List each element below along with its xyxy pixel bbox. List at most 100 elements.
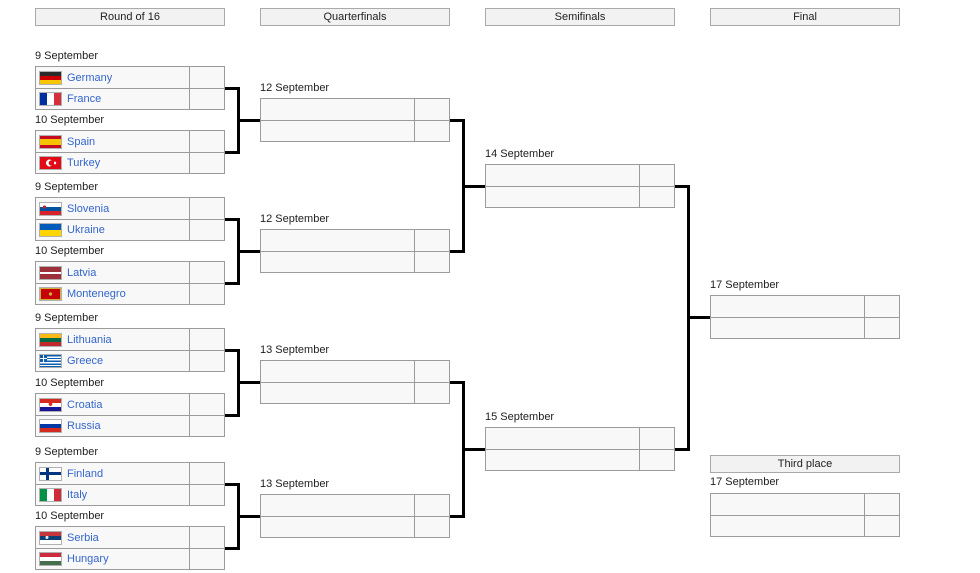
match-date: 10 September (35, 114, 105, 126)
score-cell (189, 463, 224, 484)
team-row: Hungary (36, 548, 224, 569)
score-cell (414, 361, 449, 382)
hungary-flag-icon (40, 553, 61, 565)
team-link-italy[interactable]: Italy (67, 489, 88, 501)
score-cell (414, 495, 449, 516)
r16-match-8: Serbia Hungary (35, 526, 225, 570)
score-cell (864, 516, 899, 536)
connector-line (450, 119, 465, 122)
quarterfinal-match-1 (260, 98, 450, 142)
match-date: 9 September (35, 446, 98, 458)
connector-line (225, 151, 240, 154)
team-link-finland[interactable]: Finland (67, 467, 104, 480)
round-header-round-of-16: Round of 16 (35, 8, 225, 26)
team-link-croatia[interactable]: Croatia (67, 398, 103, 411)
score-cell (639, 165, 674, 186)
team-row: Spain (36, 131, 224, 152)
score-cell (189, 527, 224, 548)
match-date: 9 September (35, 181, 98, 193)
connector-line (687, 316, 710, 319)
score-cell (639, 428, 674, 449)
match-date: 9 September (35, 50, 98, 62)
empty-team-slot (261, 99, 449, 120)
slovenia-flag-icon (40, 202, 61, 215)
empty-team-slot (486, 428, 674, 449)
team-row: Latvia (36, 262, 224, 283)
connector-line (225, 87, 240, 90)
connector-line (450, 515, 465, 518)
team-link-germany[interactable]: Germany (67, 71, 113, 84)
score-cell (189, 89, 224, 109)
match-date: 13 September (260, 344, 330, 356)
match-date: 10 September (35, 377, 105, 389)
match-date: 10 September (35, 245, 105, 257)
team-row: Slovenia (36, 198, 224, 219)
score-cell (414, 252, 449, 272)
score-cell (414, 230, 449, 251)
team-link-ukraine[interactable]: Ukraine (67, 224, 105, 236)
team-link-montenegro[interactable]: Montenegro (67, 288, 126, 300)
team-link-greece[interactable]: Greece (67, 355, 104, 367)
r16-match-3: Slovenia Ukraine (35, 197, 225, 241)
russia-flag-icon (40, 420, 61, 432)
team-link-slovenia[interactable]: Slovenia (67, 202, 110, 215)
r16-match-2: Spain Turkey (35, 130, 225, 174)
score-cell (189, 416, 224, 436)
turkey-flag-icon (40, 157, 61, 169)
team-row: Russia (36, 415, 224, 436)
connector-line (237, 119, 260, 122)
team-row: Turkey (36, 152, 224, 173)
team-row: Croatia (36, 394, 224, 415)
match-date: 9 September (35, 312, 98, 324)
connector-line (462, 448, 485, 451)
match-date: 17 September (710, 279, 780, 291)
empty-team-slot (486, 165, 674, 186)
score-cell (189, 220, 224, 240)
empty-team-slot (261, 251, 449, 272)
team-link-hungary[interactable]: Hungary (67, 553, 109, 565)
latvia-flag-icon (40, 266, 61, 279)
third-place-header: Third place (710, 455, 900, 473)
score-cell (414, 99, 449, 120)
connector-line (450, 381, 465, 384)
score-cell (189, 329, 224, 350)
quarterfinal-match-3 (260, 360, 450, 404)
r16-match-5: Lithuania Greece (35, 328, 225, 372)
team-row: France (36, 88, 224, 109)
round-header-semifinals: Semifinals (485, 8, 675, 26)
team-link-spain[interactable]: Spain (67, 135, 96, 148)
connector-line (462, 185, 485, 188)
team-link-latvia[interactable]: Latvia (67, 266, 97, 279)
third-place-match (710, 493, 900, 537)
r16-match-4: Latvia Montenegro (35, 261, 225, 305)
team-row: Finland (36, 463, 224, 484)
connector-line (237, 250, 260, 253)
connector-line (225, 218, 240, 221)
team-row: Germany (36, 67, 224, 88)
team-link-france[interactable]: France (67, 93, 102, 105)
team-link-serbia[interactable]: Serbia (67, 531, 99, 544)
match-date: 13 September (260, 478, 330, 490)
score-cell (189, 485, 224, 505)
montenegro-flag-icon (40, 288, 61, 300)
france-flag-icon (40, 93, 61, 105)
team-link-russia[interactable]: Russia (67, 420, 101, 432)
score-cell (189, 351, 224, 371)
score-cell (189, 262, 224, 283)
connector-line (675, 448, 690, 451)
match-date: 10 September (35, 510, 105, 522)
team-row: Montenegro (36, 283, 224, 304)
germany-flag-icon (40, 71, 61, 84)
r16-match-6: Croatia Russia (35, 393, 225, 437)
empty-team-slot (261, 120, 449, 141)
r16-match-1: Germany France (35, 66, 225, 110)
team-link-lithuania[interactable]: Lithuania (67, 333, 112, 346)
score-cell (189, 198, 224, 219)
spain-flag-icon (40, 135, 61, 148)
team-link-turkey[interactable]: Turkey (67, 157, 101, 169)
connector-line (225, 282, 240, 285)
final-match (710, 295, 900, 339)
score-cell (864, 318, 899, 338)
match-date: 15 September (485, 411, 555, 423)
score-cell (189, 394, 224, 415)
